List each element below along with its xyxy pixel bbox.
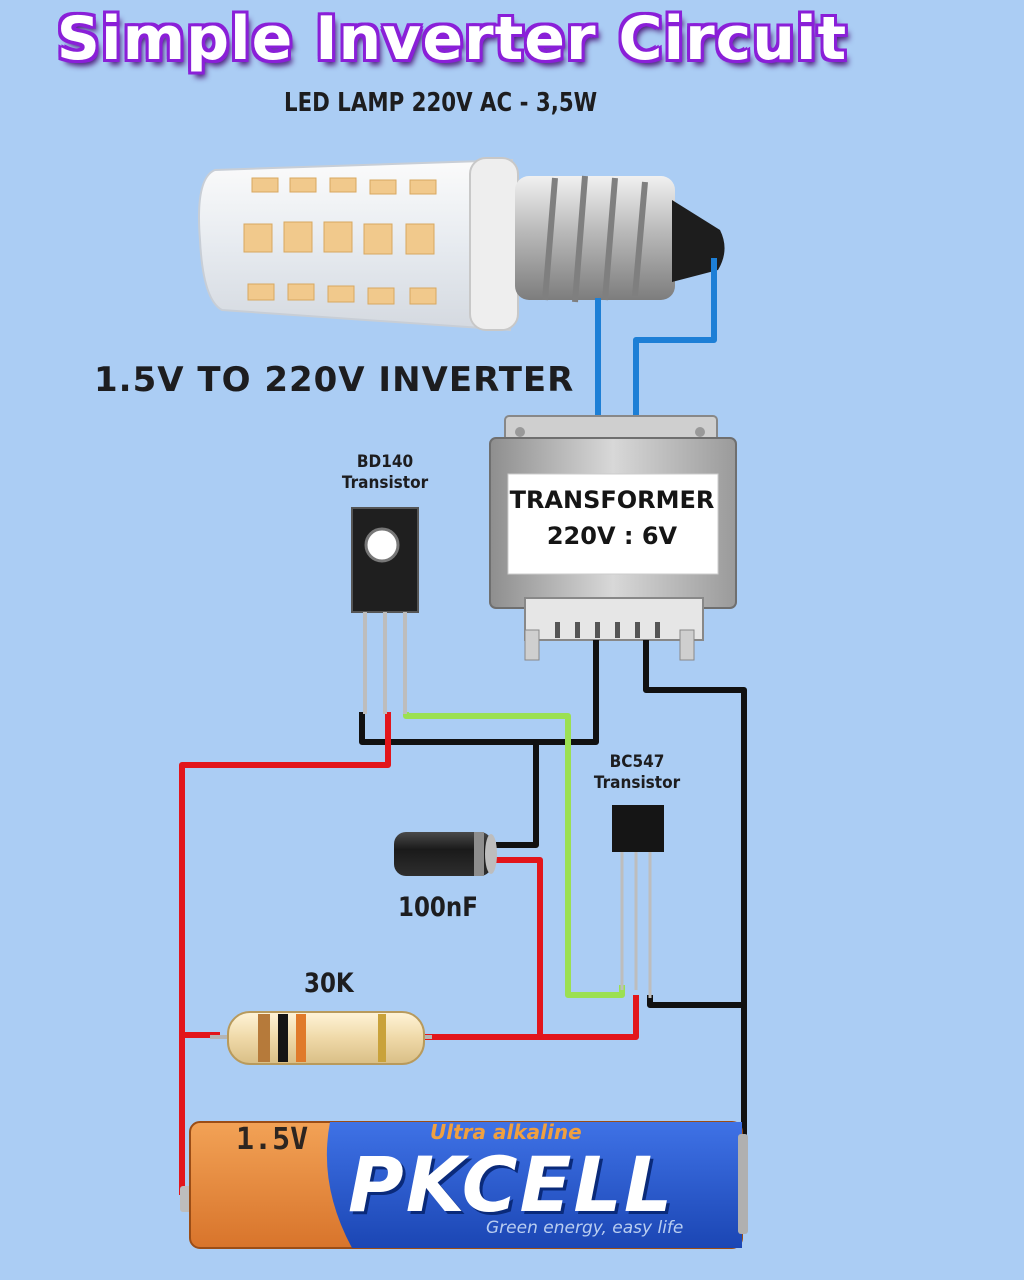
battery-brand: PKCELL <box>348 1140 675 1229</box>
blue-wires <box>595 258 717 425</box>
transformer <box>489 415 737 661</box>
battery-slogan: Green energy, easy life <box>486 1218 684 1238</box>
led-lamp <box>198 157 725 332</box>
inverter-heading: 1.5V TO 220V INVERTER <box>94 360 575 400</box>
bc547-type: Transistor <box>593 773 681 793</box>
green-wire <box>403 712 625 998</box>
transformer-label: TRANSFORMER 220V : 6V <box>497 482 727 554</box>
black-wires <box>359 640 747 1160</box>
bd140-part: BD140 <box>356 452 414 472</box>
bd140-label: BD140 Transistor <box>336 452 435 494</box>
red-wires <box>179 712 639 1195</box>
led-chips <box>243 177 437 305</box>
resistor <box>210 1011 432 1065</box>
battery-voltage: 1.5V <box>236 1122 309 1157</box>
lamp-label: LED LAMP 220V AC - 3,5W <box>284 88 598 118</box>
lamp-screw-base <box>515 175 725 303</box>
bc547-part: BC547 <box>609 752 665 772</box>
bd140-type: Transistor <box>341 473 429 493</box>
diagram-title: Simple Inverter Circuit <box>56 4 848 74</box>
transformer-line2: 220V : 6V <box>546 522 678 550</box>
bc547-transistor <box>612 805 664 998</box>
capacitor-label: 100nF <box>398 892 478 923</box>
battery <box>180 1121 748 1249</box>
battery-top-text: Ultra alkaline <box>430 1120 582 1144</box>
capacitor <box>394 832 497 876</box>
transformer-line1: TRANSFORMER <box>509 486 715 514</box>
bd140-transistor <box>351 507 419 714</box>
bc547-label: BC547 Transistor <box>588 752 687 794</box>
resistor-label: 30K <box>304 968 354 999</box>
